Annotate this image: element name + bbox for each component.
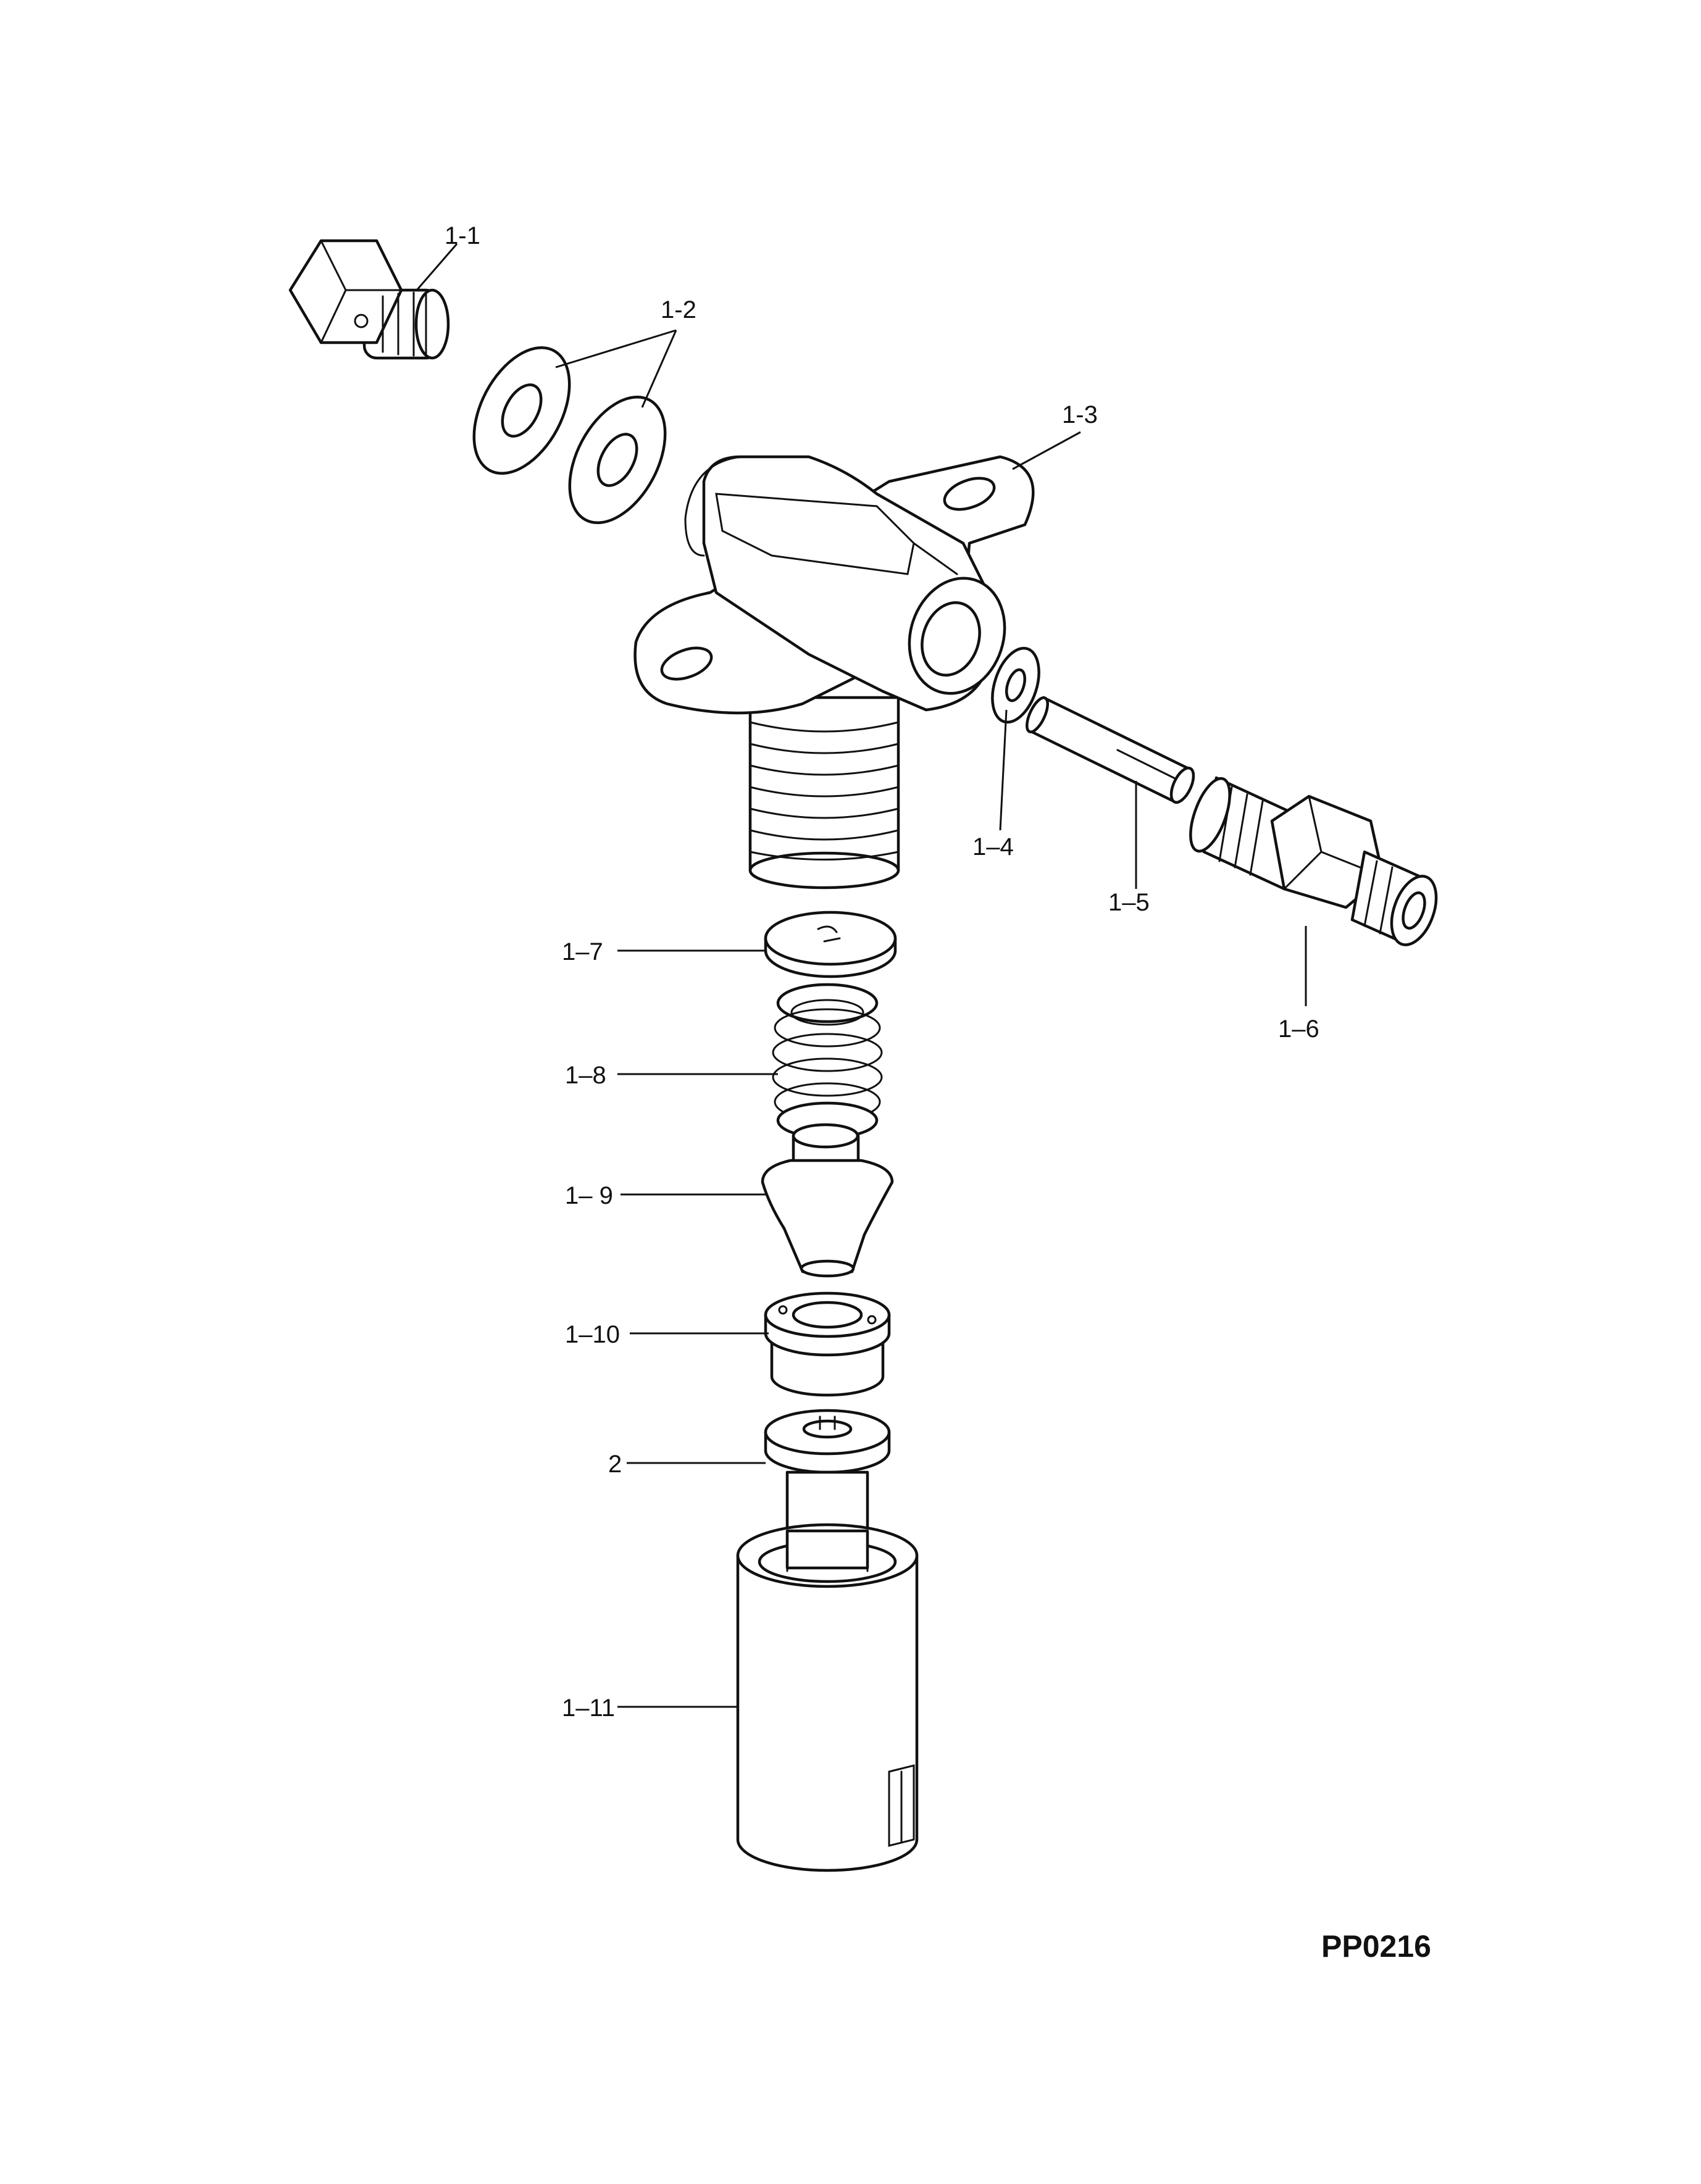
drawing-code: PP0216 [1321, 1929, 1431, 1964]
callout-2: 2 [608, 1451, 622, 1478]
part-small-washer [991, 646, 1040, 724]
part-disc [764, 911, 897, 978]
callout-1-11: 1–11 [562, 1694, 615, 1722]
callout-1-9: 1– 9 [565, 1182, 613, 1209]
part-holder-body [633, 455, 1035, 890]
part-washers [472, 346, 667, 525]
callout-1-8: 1–8 [565, 1062, 606, 1089]
part-barrel [736, 1470, 919, 1872]
callout-1-5: 1–5 [1108, 889, 1150, 916]
callout-1-4: 1–4 [972, 833, 1014, 861]
leader-lines [416, 243, 1307, 1708]
part-spring [772, 983, 883, 1140]
part-valve-seat [764, 1291, 891, 1397]
part-banjo-bolt [288, 239, 450, 360]
callout-1-3: 1-3 [1062, 401, 1098, 428]
callout-1-2: 1-2 [661, 296, 696, 323]
part-plunger-head [764, 1409, 891, 1474]
part-pin [1026, 696, 1195, 804]
callout-1-1: 1-1 [445, 222, 480, 249]
callout-1-6: 1–6 [1278, 1015, 1319, 1043]
callout-1-7: 1–7 [562, 938, 603, 965]
callout-1-10: 1–10 [565, 1321, 620, 1348]
part-delivery-valve [761, 1123, 894, 1278]
part-connector [1189, 776, 1438, 946]
